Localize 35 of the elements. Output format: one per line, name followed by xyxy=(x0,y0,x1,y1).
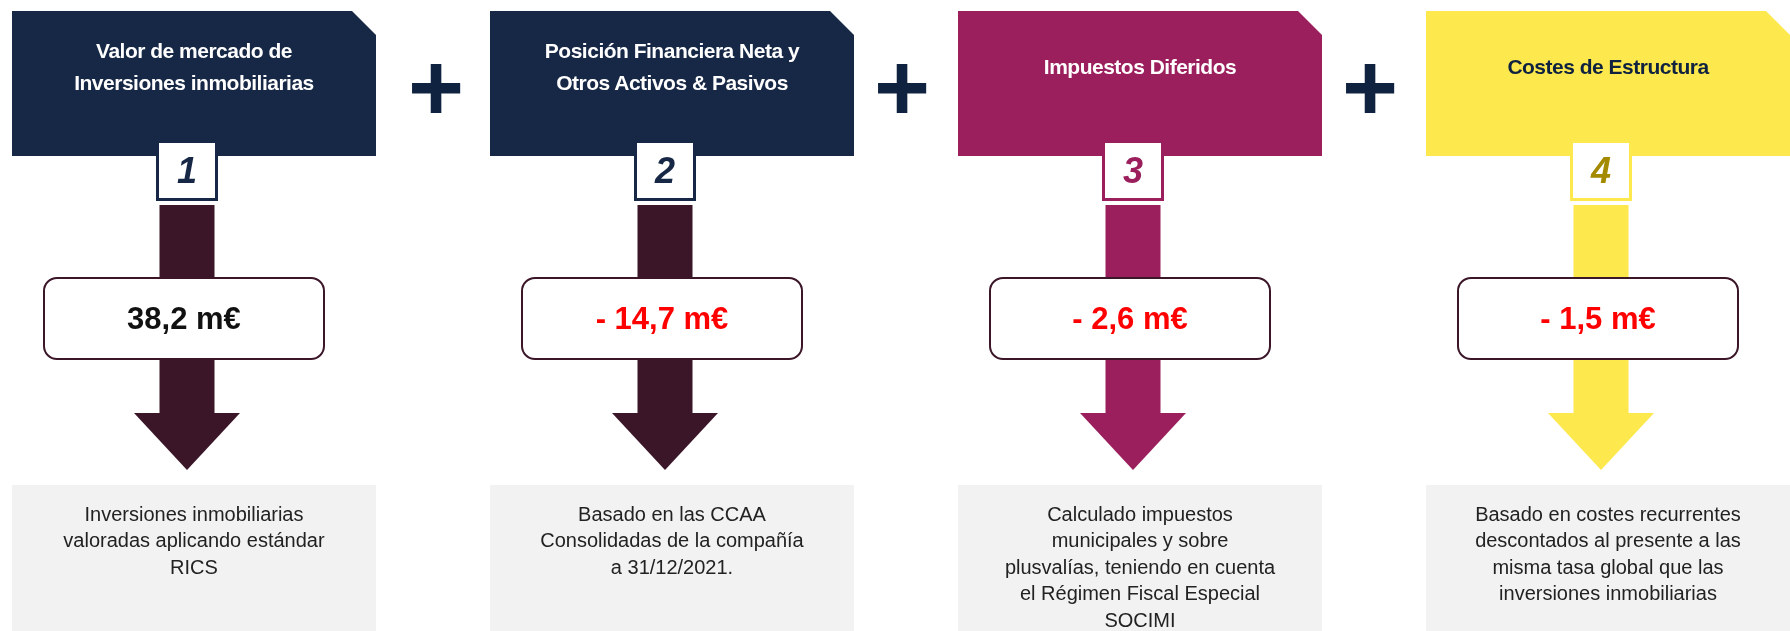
plus-sign: + xyxy=(407,40,465,136)
block-arrow xyxy=(1080,360,1186,470)
value-box xyxy=(1457,277,1739,360)
plus-sign: + xyxy=(873,40,931,136)
header-banner xyxy=(490,11,854,156)
value-amount: 38,2 m€ xyxy=(127,300,241,337)
step-number: 4 xyxy=(1591,149,1611,192)
step-number-box xyxy=(1102,140,1164,201)
description-text: Calculado impuestos municipales y sobre plusvalías, teniendo en cuenta el Régimen Fiscal Especial SOCIMI xyxy=(1004,502,1276,631)
header-banner xyxy=(12,11,376,156)
header-title: Impuestos Diferidos xyxy=(1043,53,1237,80)
description-text: Inversiones inmobiliarias valoradas aplicando estándar RICS xyxy=(62,502,326,580)
header-banner xyxy=(1426,11,1790,156)
header-title: Costes de Estructura xyxy=(1507,53,1709,80)
block-arrow xyxy=(134,360,240,470)
header-title: Posición Financiera Neta y Otros Activos & Pasivos xyxy=(543,38,801,96)
value-amount: - 2,6 m€ xyxy=(1072,300,1188,337)
plus-sign: + xyxy=(1341,40,1399,136)
description-text: Basado en las CCAA Consolidadas de la compañía a 31/12/2021. xyxy=(539,502,805,580)
value-box xyxy=(989,277,1271,360)
value-box xyxy=(43,277,325,360)
header-title: Valor de mercado de Inversiones inmobiliarias xyxy=(73,38,315,96)
step-number-box xyxy=(156,140,218,201)
value-box xyxy=(521,277,803,360)
step-number: 1 xyxy=(177,149,197,192)
step-number-box xyxy=(634,140,696,201)
value-amount: - 1,5 m€ xyxy=(1540,300,1656,337)
block-arrow xyxy=(1548,360,1654,470)
step-number: 3 xyxy=(1123,149,1143,192)
step-number: 2 xyxy=(655,149,675,192)
description-text: Basado en costes recurrentes descontados al presente a las misma tasa global que las inversiones inmobiliarias xyxy=(1474,502,1742,607)
step-number-box xyxy=(1570,140,1632,201)
value-amount: - 14,7 m€ xyxy=(595,300,729,337)
block-arrow xyxy=(612,360,718,470)
header-banner xyxy=(958,11,1322,156)
